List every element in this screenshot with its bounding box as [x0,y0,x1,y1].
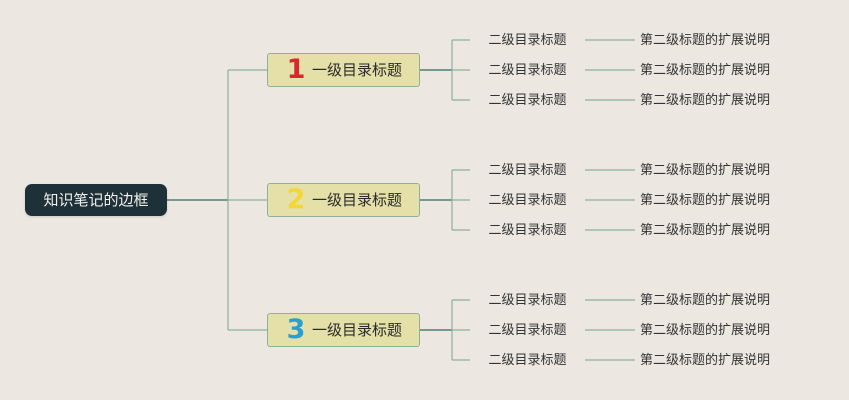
topic-number-2: 2 [286,184,306,215]
root-node[interactable]: 知识笔记的边框 [25,184,167,216]
subtopic-1-1[interactable]: 二级目录标题 [488,33,567,48]
subtopic-2-2[interactable]: 二级目录标题 [488,193,567,208]
topic-node-3[interactable]: 3 一级目录标题 [267,313,420,347]
topic-node-1[interactable]: 1 一级目录标题 [267,53,420,87]
subtopic-desc-2-2[interactable]: 第二级标题的扩展说明 [640,193,771,208]
subtopic-3-2[interactable]: 二级目录标题 [488,323,567,338]
subtopic-desc-3-3[interactable]: 第二级标题的扩展说明 [640,353,771,368]
subtopic-2-3[interactable]: 二级目录标题 [488,223,567,238]
subtopic-desc-1-2[interactable]: 第二级标题的扩展说明 [640,63,771,78]
subtopic-desc-3-1[interactable]: 第二级标题的扩展说明 [640,293,771,308]
subtopic-desc-3-2[interactable]: 第二级标题的扩展说明 [640,323,771,338]
topic-node-2[interactable]: 2 一级目录标题 [267,183,420,217]
subtopic-3-1[interactable]: 二级目录标题 [488,293,567,308]
topic-number-1: 1 [286,54,306,85]
topic-label-2: 一级目录标题 [312,191,403,209]
subtopic-desc-1-1[interactable]: 第二级标题的扩展说明 [640,33,771,48]
subtopic-1-2[interactable]: 二级目录标题 [488,63,567,78]
subtopic-desc-2-1[interactable]: 第二级标题的扩展说明 [640,163,771,178]
topic-number-3: 3 [286,314,306,345]
subtopic-3-3[interactable]: 二级目录标题 [488,353,567,368]
subtopic-2-1[interactable]: 二级目录标题 [488,163,567,178]
subtopic-desc-1-3[interactable]: 第二级标题的扩展说明 [640,93,771,108]
subtopic-1-3[interactable]: 二级目录标题 [488,93,567,108]
subtopic-desc-2-3[interactable]: 第二级标题的扩展说明 [640,223,771,238]
topic-label-3: 一级目录标题 [312,321,403,339]
topic-label-1: 一级目录标题 [312,61,403,79]
